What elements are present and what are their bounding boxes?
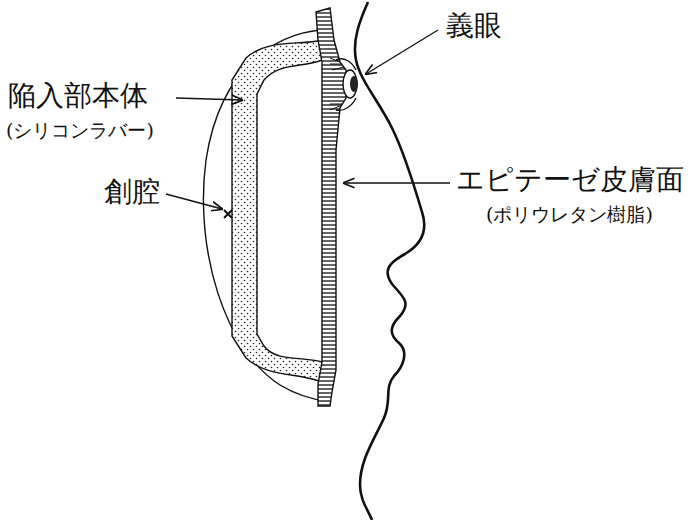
- skin-surface: [316, 8, 346, 406]
- eyelashes: [330, 58, 344, 110]
- part-label: エピテーゼ皮膚面: [456, 164, 684, 196]
- leader-arrow: [344, 182, 450, 183]
- leader-arrow: [366, 30, 438, 74]
- silicone-body: [232, 40, 322, 382]
- part-label: 陥入部本体: [8, 80, 148, 112]
- artificial-eye: [343, 70, 357, 98]
- cavity-outline: [203, 30, 330, 402]
- cavity-mark: [224, 210, 232, 218]
- material-note: (ポリウレタン樹脂): [486, 204, 653, 226]
- part-label: 義眼: [446, 10, 502, 42]
- iris: [350, 76, 358, 92]
- material-note: (シリコンラバー): [6, 120, 154, 142]
- face-profile: [355, 2, 424, 520]
- part-label: 創腔: [104, 176, 160, 208]
- leader-arrow: [166, 194, 222, 209]
- leader-arrow: [176, 98, 242, 100]
